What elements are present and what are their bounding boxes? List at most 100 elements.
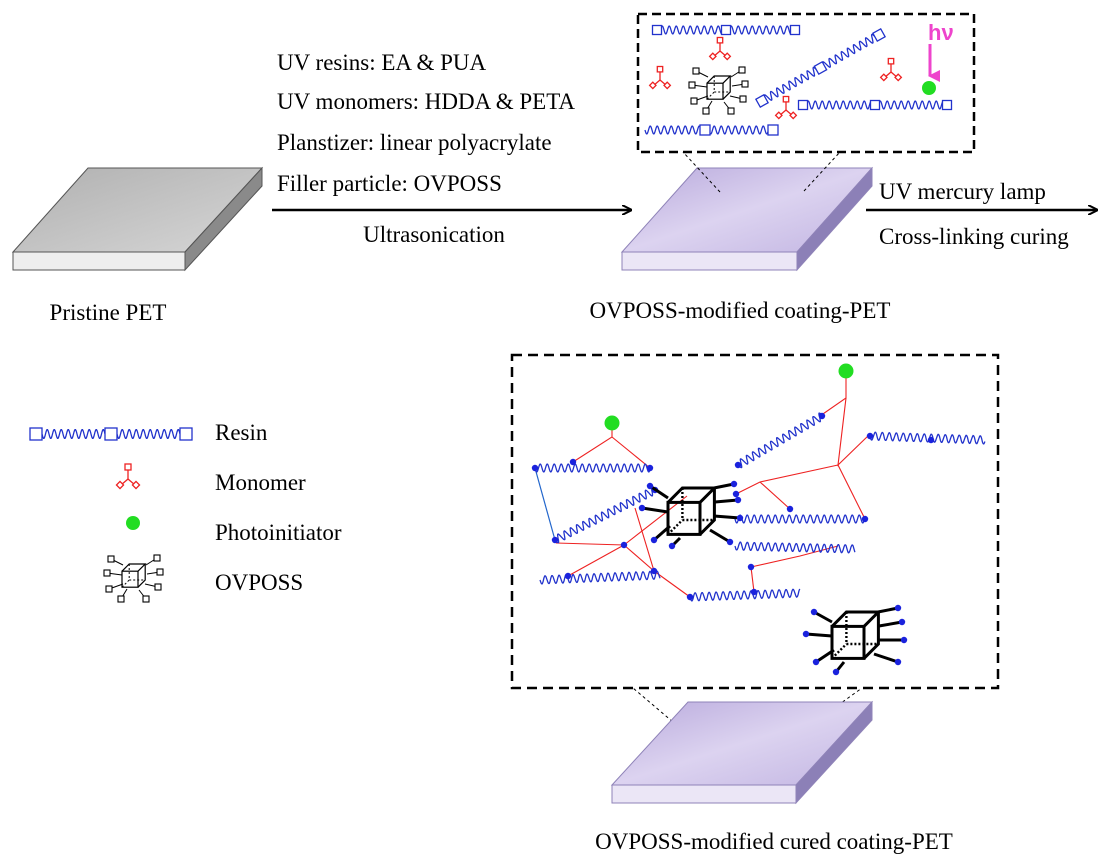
ovposs-arm bbox=[805, 632, 833, 638]
reactive-end-dot bbox=[734, 461, 742, 469]
zoom-line-right bbox=[803, 151, 841, 192]
ovposs-arm bbox=[878, 620, 903, 628]
reactive-end-dot bbox=[900, 636, 908, 644]
reactive-end-dot bbox=[898, 618, 906, 626]
ovposs-vinyl-end bbox=[738, 66, 746, 74]
resin-end-cap bbox=[941, 99, 953, 111]
reactive-end-dot bbox=[812, 658, 820, 666]
ovposs-arm bbox=[713, 514, 741, 520]
ovposs-vinyl-end bbox=[103, 569, 111, 577]
ovposs-molecule bbox=[688, 66, 749, 115]
reactive-end-dot bbox=[564, 572, 572, 580]
monomer-vinyl-group bbox=[663, 81, 672, 90]
resin-icon bbox=[29, 427, 193, 441]
cube-top-edge bbox=[830, 610, 883, 628]
resin-chain-segment bbox=[802, 100, 876, 110]
reactive-end-dot bbox=[650, 567, 658, 575]
reactive-end-dot bbox=[866, 432, 874, 440]
legend: Resin Monomer Photoinitiator OVPOSS bbox=[29, 420, 342, 603]
ovposs-vinyl-end bbox=[156, 568, 164, 576]
coated-pet-slab bbox=[620, 166, 874, 272]
reactive-end-dot bbox=[736, 514, 744, 522]
ovposs-arm bbox=[641, 506, 669, 514]
crosslink-bond bbox=[759, 481, 791, 510]
legend-photoinitiator-label: Photoinitiator bbox=[215, 520, 342, 545]
ovposs-arm bbox=[873, 652, 899, 664]
resin-mid-cap bbox=[869, 99, 881, 111]
cube-front-face bbox=[121, 570, 139, 588]
resin-chain bbox=[689, 588, 801, 602]
monomer-molecule bbox=[879, 57, 903, 82]
resin-chain-segment bbox=[820, 32, 880, 72]
monomer-vinyl-group bbox=[716, 36, 724, 44]
ovposs-vinyl-end bbox=[154, 583, 162, 591]
reactive-end-dot bbox=[734, 496, 742, 504]
resin-end-cap bbox=[767, 124, 779, 136]
legend-resin-label: Resin bbox=[215, 420, 268, 445]
resin-chain-segment bbox=[644, 125, 704, 135]
monomer-vinyl-group bbox=[782, 95, 790, 103]
ovposs-vinyl-end bbox=[690, 97, 698, 105]
resin-chain-segment bbox=[708, 125, 769, 135]
cube-side-edge bbox=[137, 564, 146, 588]
resin-chain bbox=[754, 27, 887, 109]
crosslink-bond bbox=[750, 545, 839, 568]
crosslink-bond bbox=[750, 566, 755, 593]
resin-chain-segment bbox=[725, 25, 796, 35]
resin-cap bbox=[179, 427, 193, 441]
resin-cap bbox=[29, 427, 43, 441]
ovposs-arm bbox=[653, 524, 671, 542]
reactive-end-dot bbox=[569, 458, 577, 466]
monomer-vinyl-group bbox=[115, 480, 125, 490]
ovposs-molecule bbox=[638, 480, 744, 550]
ovposs-molecule bbox=[103, 554, 164, 603]
resin-chain-segment bbox=[41, 428, 106, 440]
crosslink-bond bbox=[567, 544, 625, 577]
monomer-vinyl-group bbox=[894, 73, 903, 82]
ovposs-cage bbox=[121, 563, 147, 588]
cube-hidden-edge bbox=[706, 91, 715, 100]
monomer-molecule bbox=[115, 463, 141, 490]
resin-chain-segment bbox=[761, 65, 822, 105]
cube-top-edge bbox=[121, 563, 147, 572]
reactive-end-dot bbox=[786, 505, 794, 513]
resin-mid-cap bbox=[699, 124, 711, 136]
step2-label-curing: Cross-linking curing bbox=[879, 224, 1069, 249]
resin-end-cap bbox=[754, 93, 770, 109]
cube-front-face bbox=[830, 624, 866, 660]
monomer-molecule bbox=[648, 65, 672, 90]
resin-chain bbox=[734, 514, 866, 524]
step1-label: Ultrasonication bbox=[363, 222, 505, 247]
legend-monomer-label: Monomer bbox=[215, 470, 306, 495]
cube-hidden-edge bbox=[667, 519, 684, 536]
monomer-vinyl-group bbox=[131, 480, 141, 490]
ovposs-vinyl-end bbox=[107, 555, 115, 563]
reactive-end-dot bbox=[668, 542, 676, 550]
cured-network-inset bbox=[510, 353, 1000, 690]
ovposs-arm bbox=[649, 484, 669, 500]
cured-pet-label: OVPOSS-modified cured coating-PET bbox=[595, 829, 953, 854]
monomer-vinyl-group bbox=[723, 52, 732, 61]
photoinitiator-icon bbox=[126, 516, 140, 530]
resin-end-cap bbox=[797, 99, 809, 111]
ovposs-arm bbox=[815, 648, 835, 664]
ovposs-vinyl-end bbox=[688, 81, 696, 89]
ingredient-filler: Filler particle: OVPOSS bbox=[277, 171, 502, 196]
cube-hidden-edge bbox=[128, 564, 146, 581]
reactive-end-dot bbox=[732, 490, 740, 498]
ovposs-vinyl-end bbox=[702, 107, 710, 115]
ovposs-arm bbox=[813, 610, 833, 624]
reactive-end-dot bbox=[894, 658, 902, 666]
photoinitiator-dot bbox=[922, 81, 936, 95]
reactive-end-dot bbox=[730, 480, 738, 488]
pristine-pet-slab bbox=[11, 166, 264, 272]
photoinitiator-dot bbox=[838, 363, 854, 379]
cured-network-content bbox=[531, 363, 986, 676]
reactive-end-dot bbox=[818, 412, 826, 420]
cube-side-edge bbox=[698, 488, 716, 536]
reactive-end-dot bbox=[646, 482, 654, 490]
ovposs-molecule bbox=[802, 604, 908, 676]
photoinitiator-dot bbox=[604, 415, 620, 431]
monomer-vinyl-group bbox=[708, 52, 717, 61]
